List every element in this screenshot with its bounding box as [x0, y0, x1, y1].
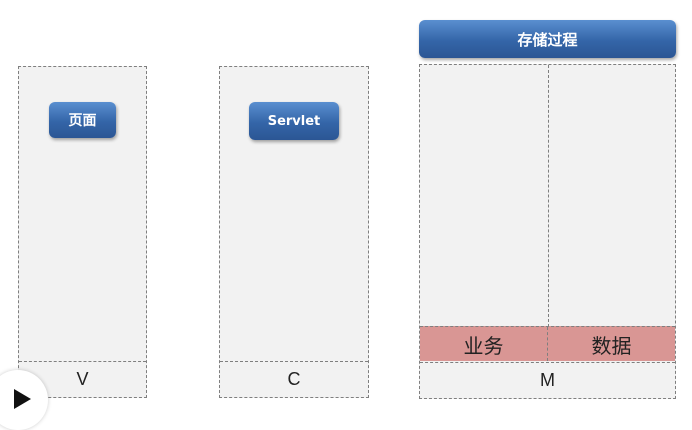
model-label: M	[420, 362, 675, 398]
page-button[interactable]: 页面	[49, 102, 116, 138]
data-cell: 数据	[547, 327, 675, 361]
view-column: 页面 V	[18, 66, 147, 398]
model-column: 业务 数据 M	[419, 64, 676, 399]
play-icon[interactable]	[14, 389, 31, 409]
business-cell: 业务	[463, 333, 504, 358]
servlet-button[interactable]: Servlet	[249, 102, 339, 140]
controller-label: C	[220, 361, 368, 397]
view-label: V	[19, 361, 146, 397]
model-divider	[548, 65, 549, 327]
model-red-row: 业务 数据	[420, 326, 675, 361]
stored-procedure-button[interactable]: 存储过程	[419, 20, 676, 58]
controller-column: Servlet C	[219, 66, 369, 398]
